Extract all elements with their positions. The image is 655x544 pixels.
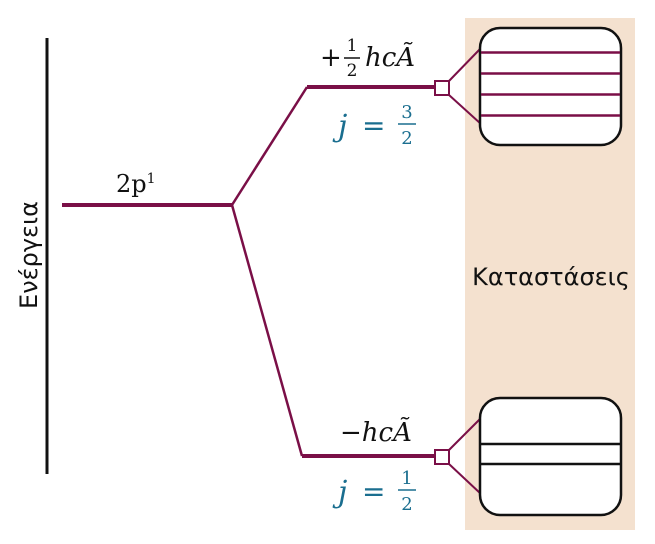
upper-j-denominator: 2 — [401, 128, 412, 149]
lower-j-equals: = — [362, 475, 385, 508]
lower-energy-label: −hcÃ — [340, 416, 412, 448]
upper-energy-term: hcÃ — [365, 41, 415, 73]
split-line-lower — [230, 204, 304, 457]
lower-j-label: j = 1 2 — [332, 468, 416, 515]
lower-level-zoom-marker — [434, 449, 450, 465]
split-line-upper — [230, 86, 309, 206]
lower-j-symbol: j — [332, 475, 347, 510]
lower-zoom-line-top — [448, 417, 482, 451]
upper-j-symbol: j — [332, 109, 347, 144]
upper-energy-numerator: 1 — [347, 36, 358, 56]
upper-energy-label: + 1 2 hcÃ — [320, 36, 415, 81]
lower-states-group — [481, 442, 620, 466]
upper-states-box — [478, 26, 623, 147]
upper-energy-denominator: 2 — [347, 61, 358, 81]
energy-axis-label: Ενέργεια — [15, 201, 43, 309]
upper-energy-sign: + — [320, 43, 342, 73]
lower-j-numerator: 1 — [401, 468, 412, 489]
upper-zoom-line-bottom — [448, 94, 482, 125]
upper-j-label: j = 3 2 — [332, 102, 416, 149]
upper-zoom-line-top — [448, 47, 482, 82]
lower-states-box — [478, 396, 623, 517]
ground-level-superscript: 1 — [147, 171, 156, 187]
upper-states-group — [481, 51, 620, 117]
ground-level-label: 2p1 — [116, 170, 156, 198]
lower-zoom-line-bottom — [448, 463, 482, 495]
upper-j-equals: = — [362, 109, 385, 142]
upper-j-numerator: 3 — [401, 102, 412, 123]
upper-level-zoom-marker — [434, 80, 450, 96]
ground-level-name: 2p — [116, 170, 147, 198]
lower-j-denominator: 2 — [401, 494, 412, 515]
states-panel-label: Καταστάσεις — [472, 263, 630, 291]
